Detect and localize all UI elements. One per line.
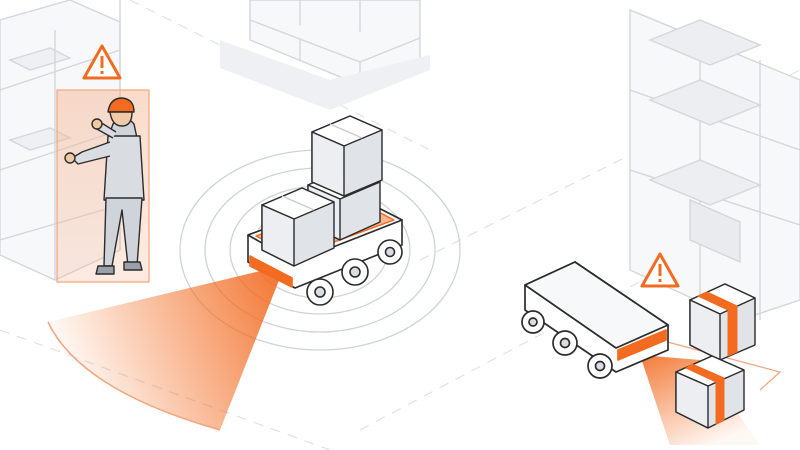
worker <box>64 97 145 275</box>
floor-shadow-top <box>220 40 430 110</box>
hardhat <box>107 97 135 113</box>
robot-a-front-light <box>249 255 293 288</box>
robot-b-front-light <box>617 329 667 361</box>
warning-triangle-icon <box>640 252 680 288</box>
robot-a-sensor-beam <box>48 265 285 430</box>
obstacle-boxes <box>675 283 756 429</box>
robot-b <box>521 261 669 379</box>
shelving-right <box>629 8 800 321</box>
warning-triangle-icon <box>82 44 122 80</box>
shelving-top <box>249 0 421 86</box>
cargo-boxes-a <box>261 115 383 267</box>
